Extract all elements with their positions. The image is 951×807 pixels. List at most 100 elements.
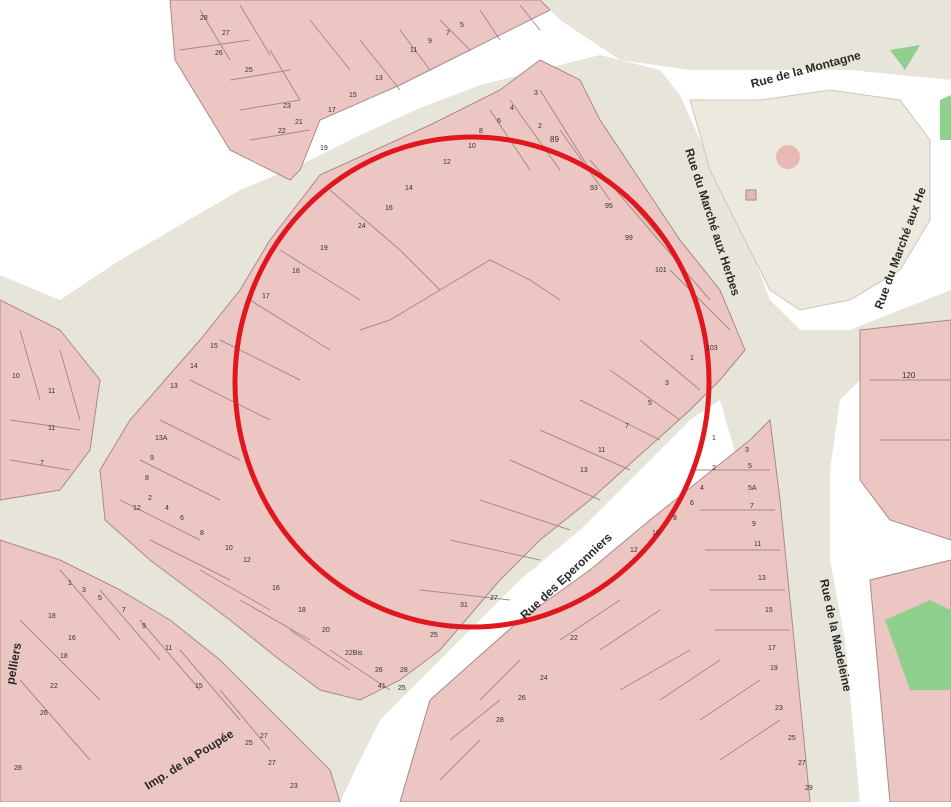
house-number: 27 xyxy=(260,733,268,740)
house-number: 11 xyxy=(165,645,172,652)
house-number: 6 xyxy=(690,500,694,507)
house-number: 17 xyxy=(768,645,776,652)
house-number: 2 xyxy=(538,123,542,130)
house-number: 14 xyxy=(190,363,198,370)
house-number: 28 xyxy=(14,765,22,772)
parcel-line xyxy=(179,39,311,141)
green-area xyxy=(890,45,920,70)
road-segment xyxy=(540,0,951,80)
house-number: 13A xyxy=(155,435,168,442)
house-number: 22 xyxy=(570,635,578,642)
house-number: 5A xyxy=(748,485,757,492)
house-numbers: 28 27 26 25 23 22 21 19 17 15 13 11 9 7 … xyxy=(12,15,916,792)
white-area xyxy=(0,0,300,300)
house-number: 5 xyxy=(648,400,652,407)
house-number: 13 xyxy=(375,75,383,82)
house-number: 11 xyxy=(410,47,417,54)
house-number: 8 xyxy=(145,475,149,482)
house-number: 27 xyxy=(222,30,230,37)
parcel-lines xyxy=(9,4,951,781)
house-number: 6 xyxy=(497,118,501,125)
white-area xyxy=(300,20,560,165)
house-number: 25 xyxy=(245,740,253,747)
house-number: 2 xyxy=(148,495,152,502)
house-number: 17 xyxy=(328,107,336,114)
house-number: 15 xyxy=(195,683,203,690)
parcel-line xyxy=(9,329,81,471)
house-number: 4 xyxy=(700,485,704,492)
house-number: 5 xyxy=(748,463,752,470)
house-number: 22 xyxy=(278,128,286,135)
house-number: 3 xyxy=(82,587,86,594)
house-number: 1 xyxy=(68,580,72,587)
house-number: 27 xyxy=(490,595,498,602)
house-number: 23 xyxy=(290,783,298,790)
house-number: 17 xyxy=(262,293,270,300)
house-number: 8 xyxy=(200,530,204,537)
house-number: 95 xyxy=(605,203,613,210)
house-number: 103 xyxy=(706,345,718,352)
house-number: 16 xyxy=(68,635,76,642)
house-number: 10 xyxy=(12,373,20,380)
house-number: 26 xyxy=(40,710,48,717)
house-number: 28 xyxy=(200,15,208,22)
house-number: 16 xyxy=(385,205,393,212)
square-area xyxy=(689,89,931,311)
parcel-block-north xyxy=(169,0,551,181)
house-number: 120 xyxy=(902,371,916,380)
house-number: 19 xyxy=(320,145,328,152)
house-number: 41 xyxy=(378,683,386,690)
green-area xyxy=(885,600,951,690)
house-number: 3 xyxy=(745,447,749,454)
house-number: 25 xyxy=(430,632,438,639)
fountain-icon xyxy=(776,145,800,169)
house-number: 19 xyxy=(320,245,328,252)
house-number: 10 xyxy=(468,143,476,150)
house-number: 4 xyxy=(510,105,514,112)
house-number: 12 xyxy=(443,159,451,166)
house-number: 6 xyxy=(180,515,184,522)
house-number: 22 xyxy=(50,683,58,690)
house-number: 15 xyxy=(349,92,357,99)
house-number: 7 xyxy=(625,423,629,430)
house-number: 13 xyxy=(170,383,178,390)
house-number: 18 xyxy=(298,607,306,614)
house-number: 11 xyxy=(754,541,761,548)
parcel-line xyxy=(119,189,441,691)
house-number: 3 xyxy=(665,380,669,387)
house-number: 28 xyxy=(496,717,504,724)
house-number: 10 xyxy=(225,545,233,552)
house-number: 18 xyxy=(60,653,68,660)
house-number: 4 xyxy=(165,505,169,512)
house-number: 99 xyxy=(625,235,633,242)
parcel-line xyxy=(19,569,271,761)
house-number: 11 xyxy=(48,425,55,432)
house-number: 24 xyxy=(540,675,548,682)
house-number: 25 xyxy=(788,735,796,742)
house-number: 15 xyxy=(210,343,218,350)
house-number: 9 xyxy=(752,521,756,528)
house-number: 18 xyxy=(292,268,300,275)
house-number: 101 xyxy=(655,267,667,274)
parcel-line xyxy=(199,4,541,101)
house-number: 12 xyxy=(243,557,251,564)
house-number: 20 xyxy=(322,627,330,634)
house-number: 23 xyxy=(283,103,291,110)
house-number: 26 xyxy=(375,667,383,674)
house-number: 19 xyxy=(770,665,778,672)
house-number: 7 xyxy=(750,503,754,510)
house-number: 3 xyxy=(534,90,538,97)
house-number: 5 xyxy=(460,22,464,29)
house-number: 13 xyxy=(758,575,766,582)
house-number: 8 xyxy=(673,515,677,522)
highlight-circle xyxy=(232,134,712,630)
house-number: 25 xyxy=(398,685,406,692)
open-space xyxy=(689,89,931,311)
kiosk-icon xyxy=(745,189,757,201)
house-number: 28 xyxy=(400,667,408,674)
house-number: 11 xyxy=(48,388,55,395)
house-number: 16 xyxy=(272,585,280,592)
house-number: 9 xyxy=(428,38,432,45)
white-areas xyxy=(0,0,560,300)
